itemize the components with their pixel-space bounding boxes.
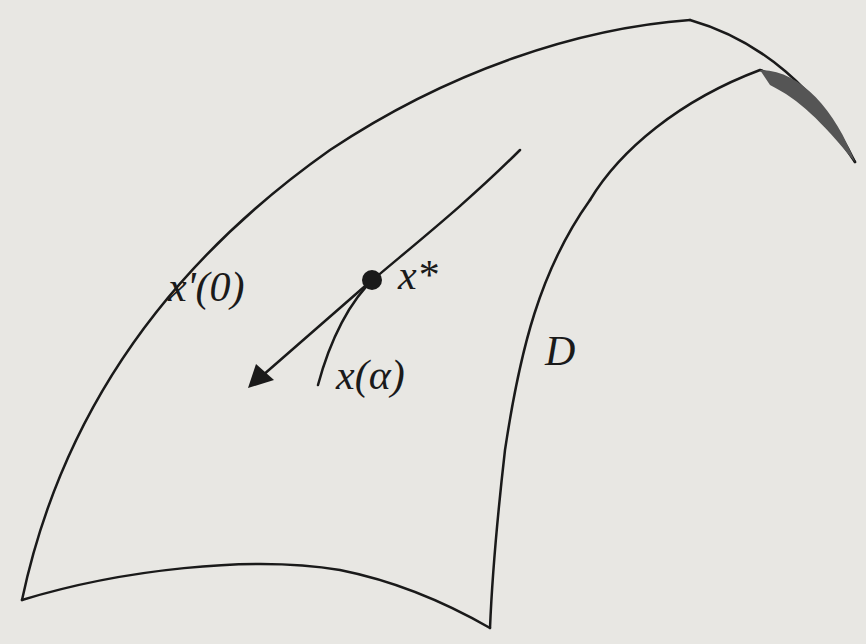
tangent-label: x'(0)	[168, 266, 245, 308]
surface-edge	[22, 20, 690, 600]
surface-edge	[490, 200, 590, 628]
fold-shading	[760, 70, 855, 162]
surface-label: D	[545, 330, 575, 372]
point-dot	[362, 270, 382, 290]
arrowhead	[248, 364, 274, 388]
curve	[318, 150, 520, 385]
surface-edge	[590, 70, 855, 200]
curve-label: x(α)	[336, 354, 405, 396]
point-label: x*	[398, 254, 438, 296]
surface-edge	[22, 564, 490, 628]
